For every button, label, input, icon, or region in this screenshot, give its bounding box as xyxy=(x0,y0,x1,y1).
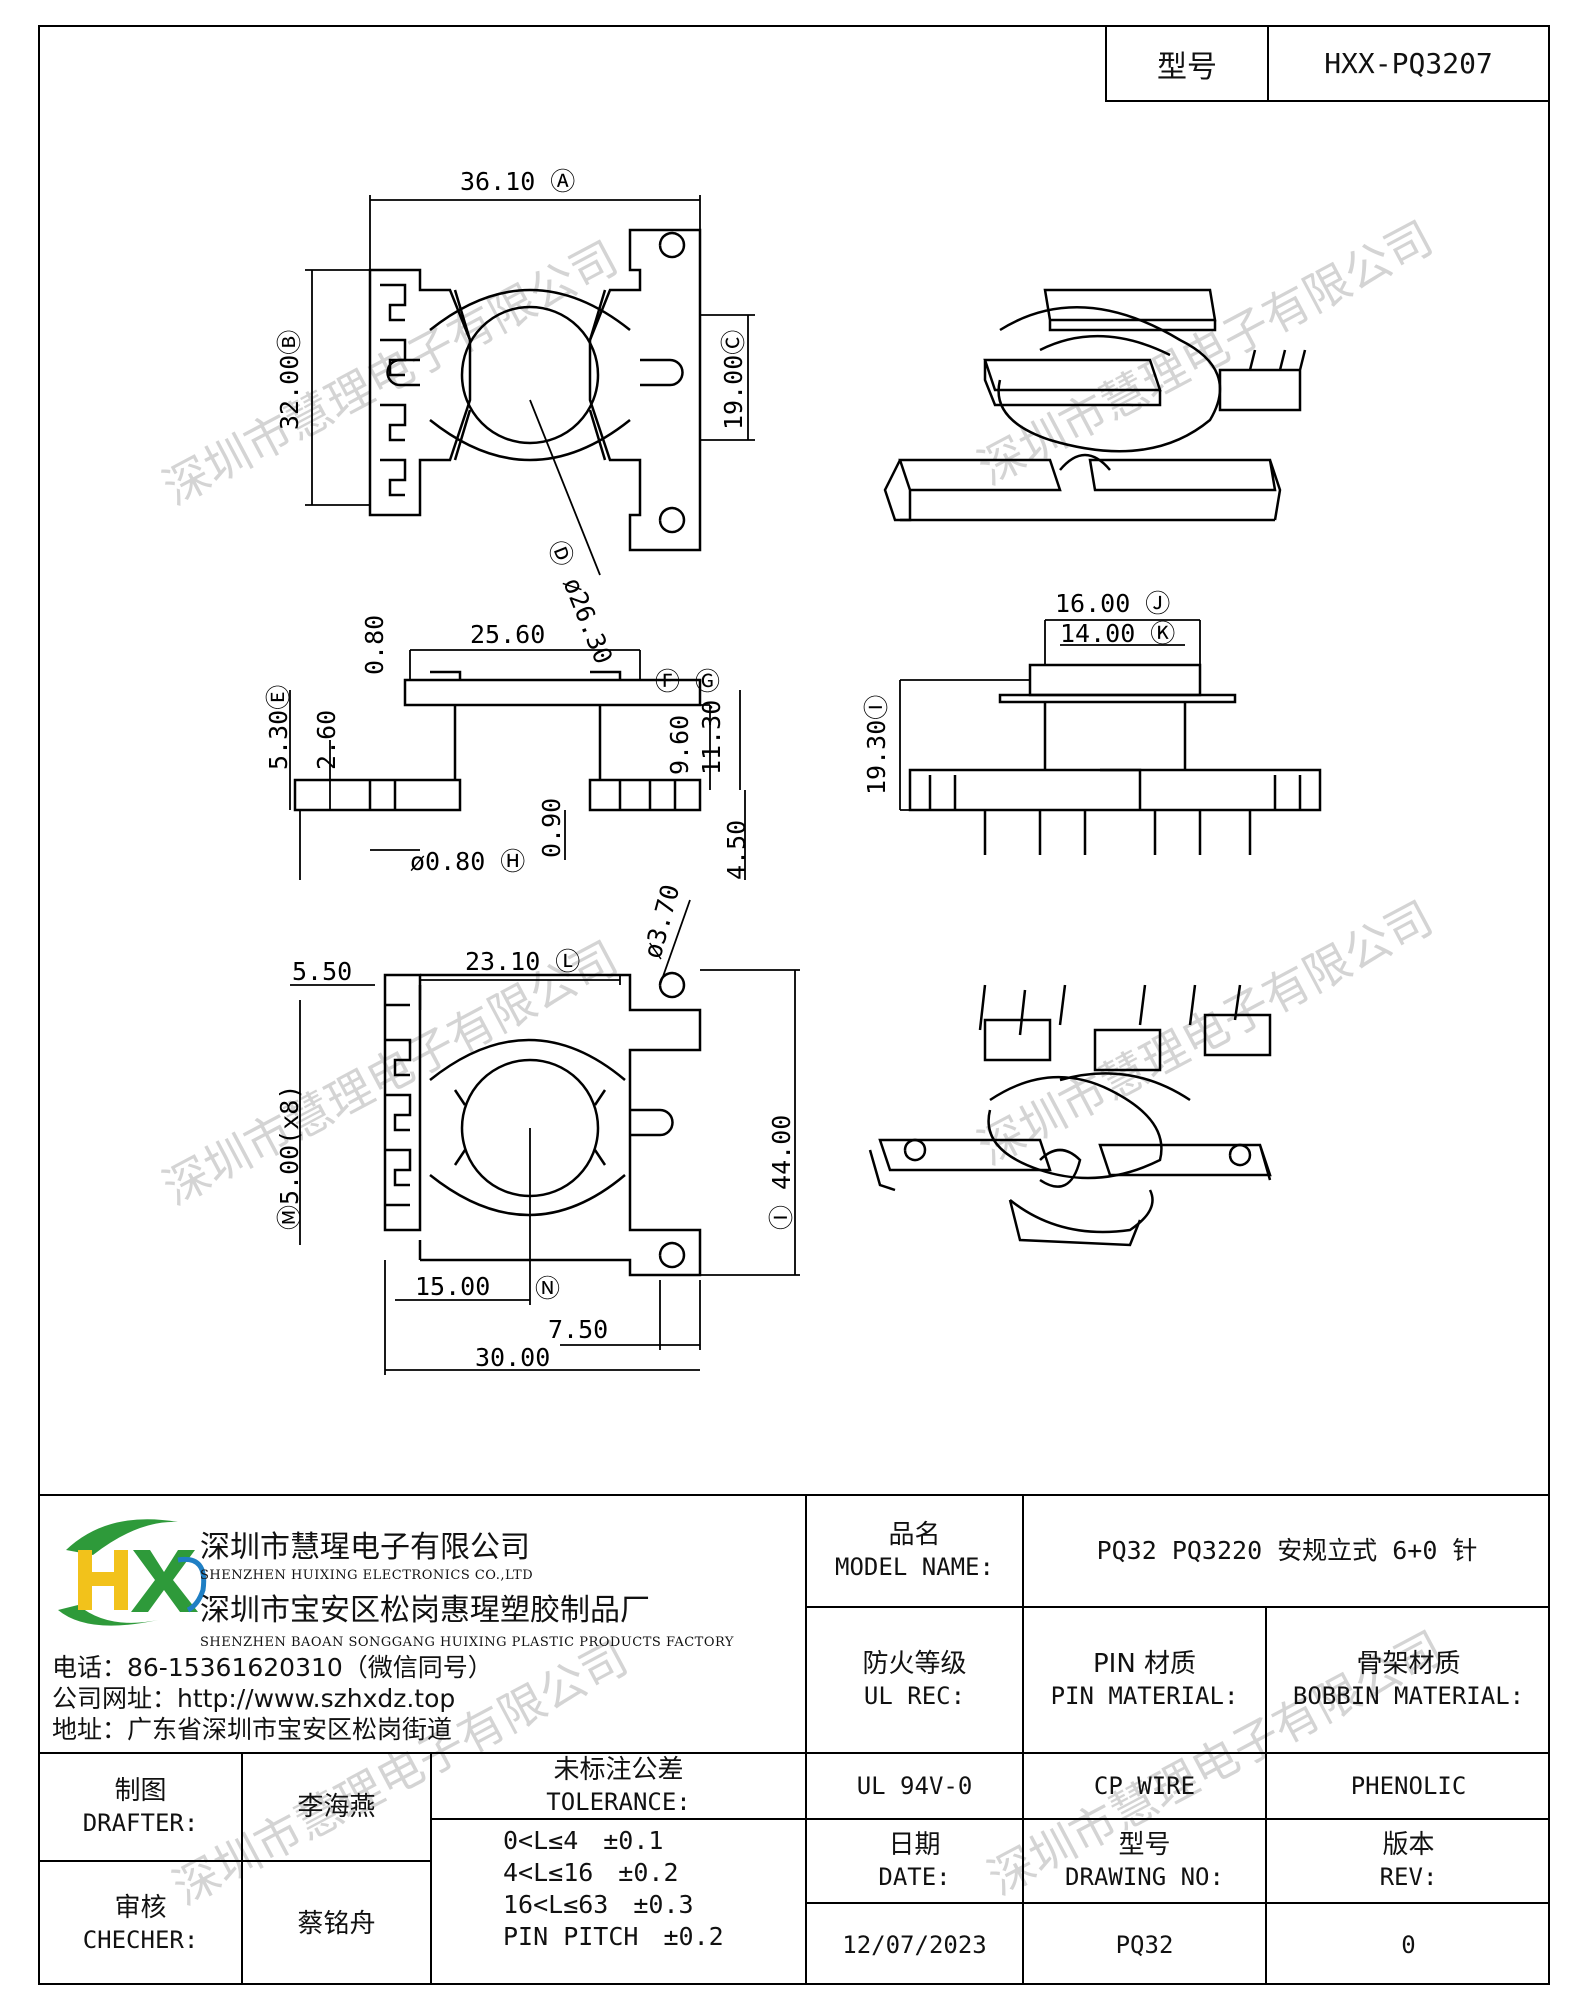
isometric-view-bottom xyxy=(868,984,1272,1247)
company-name-cn: 深圳市慧瑆电子有限公司 xyxy=(200,1530,530,1565)
drawing-frame xyxy=(38,25,1550,1985)
model-number-label: 型号 xyxy=(1107,27,1269,100)
website-text: 公司网址：http://www.szhxdz.top xyxy=(52,1684,456,1713)
dim-side-h113: 11.30 xyxy=(697,700,726,775)
checker-name: 蔡铭舟 xyxy=(297,1908,376,1939)
dim-front-w14: 14.00 Ⓚ xyxy=(1060,619,1175,648)
dim-bottom-slot: ø3.70 xyxy=(638,881,685,961)
dim-side-h1: 0.80 xyxy=(360,615,389,675)
company-logo xyxy=(58,1519,207,1626)
dim-side-left-total: 5.30Ⓔ xyxy=(264,685,293,770)
dim-side-ref-fg: Ⓕ Ⓖ xyxy=(655,667,720,696)
phone-text: 电话：86-15361620310（微信同号） xyxy=(52,1653,493,1682)
dim-top-width: 36.10 Ⓐ xyxy=(460,167,575,196)
dim-front-height: 19.30Ⓘ xyxy=(862,695,891,795)
dim-top-diameter: Ⓓ ø26.30 xyxy=(542,536,618,668)
dim-top-height: 32.00Ⓑ xyxy=(275,330,304,430)
dim-bottom-pitch: Ⓜ5.00(x8) xyxy=(275,1085,304,1230)
bottom-view xyxy=(290,899,800,1375)
dim-bottom-left: 5.50 xyxy=(292,957,352,986)
dim-bottom-ref-n: Ⓝ xyxy=(535,1274,560,1303)
pin-material-value: CP WIRE xyxy=(1093,1772,1196,1800)
technical-drawing: 36.10 Ⓐ 32.00Ⓑ 19.00Ⓒ Ⓓ ø26.30 25.60 0.8… xyxy=(264,167,1322,1375)
ul-rec-value: UL 94V-0 xyxy=(856,1772,973,1800)
dim-bottom-w30: 30.00 xyxy=(475,1343,550,1372)
contact-info: 电话：86-15361620310（微信同号） 公司网址：http://www.… xyxy=(52,1652,493,1745)
dim-front-w16: 16.00 Ⓙ xyxy=(1055,589,1170,618)
drawing-no-value: PQ32 xyxy=(1115,1930,1174,1959)
dim-side-h96: 9.60 xyxy=(665,715,694,775)
tolerance-line: 0<L≤4 ±0.1 xyxy=(503,1826,664,1855)
ul-rec-label: 防火等级 UL REC: xyxy=(862,1649,967,1710)
drawing-no-label: 型号 DRAWING NO: xyxy=(1065,1830,1224,1891)
date-value: 12/07/2023 xyxy=(842,1930,987,1959)
model-name-label: 品名 MODEL NAME: xyxy=(835,1520,994,1581)
bobbin-material-label: 骨架材质 BOBBIN MATERIAL: xyxy=(1292,1649,1525,1710)
pin-material-label: PIN 材质 PIN MATERIAL: xyxy=(1050,1649,1239,1710)
dim-side-pin-dia: ø0.80 Ⓗ xyxy=(410,847,525,876)
checker-label: 审核 CHECHER: xyxy=(82,1892,199,1954)
dim-bottom-total-h: Ⓘ 44.00 xyxy=(767,1115,796,1230)
dim-bottom-w75: 7.50 xyxy=(548,1315,608,1344)
side-view xyxy=(289,649,746,880)
front-view xyxy=(899,619,1322,855)
drafter-name: 李海燕 xyxy=(297,1792,376,1822)
bobbin-material-value: PHENOLIC xyxy=(1350,1772,1467,1800)
dim-side-span: 25.60 xyxy=(470,620,545,649)
model-name-value: PQ32 PQ3220 安规立式 6+0 针 xyxy=(1096,1536,1478,1565)
revision-label: 版本 REV: xyxy=(1379,1830,1438,1891)
model-number-value: HXX-PQ3207 xyxy=(1324,47,1493,80)
dim-side-h09: 0.90 xyxy=(537,798,566,858)
factory-name-cn: 深圳市宝安区松岗惠瑆塑胶制品厂 xyxy=(200,1593,650,1628)
dim-side-left-step: 2.60 xyxy=(312,710,341,770)
revision-value: 0 xyxy=(1401,1930,1416,1959)
isometric-view-top xyxy=(883,288,1307,522)
dim-bottom-w231: 23.10 Ⓛ xyxy=(465,947,580,976)
dim-side-pin-len: 4.50 xyxy=(722,820,751,880)
dim-bottom-half: 15.00 xyxy=(415,1272,490,1301)
top-view xyxy=(305,195,755,576)
title-block xyxy=(38,1494,1550,1987)
company-name-en: SHENZHEN HUIXING ELECTRONICS CO.,LTD xyxy=(200,1568,534,1583)
tolerance-list: 0<L≤4 ±0.1 4<L≤16 ±0.2 16<L≤63 ±0.3 PIN … xyxy=(503,1825,724,1953)
model-number-box: 型号 HXX-PQ3207 xyxy=(1105,25,1550,102)
company-info: 深圳市慧瑆电子有限公司 SHENZHEN HUIXING ELECTRONICS… xyxy=(200,1522,734,1650)
tolerance-line: 4<L≤16 ±0.2 xyxy=(503,1858,679,1887)
date-label: 日期 DATE: xyxy=(878,1830,951,1891)
tolerance-line: PIN PITCH ±0.2 xyxy=(503,1922,724,1951)
tolerance-label: 未标注公差 TOLERANCE: xyxy=(546,1755,691,1816)
tolerance-line: 16<L≤63 ±0.3 xyxy=(503,1890,694,1919)
drafter-label: 制图 DRAFTER: xyxy=(82,1776,199,1837)
factory-name-en: SHENZHEN BAOAN SONGGANG HUIXING PLASTIC … xyxy=(200,1635,734,1650)
dim-top-inner: 19.00Ⓒ xyxy=(719,330,748,430)
address-text: 地址：广东省深圳市宝安区松岗街道 xyxy=(52,1715,453,1744)
